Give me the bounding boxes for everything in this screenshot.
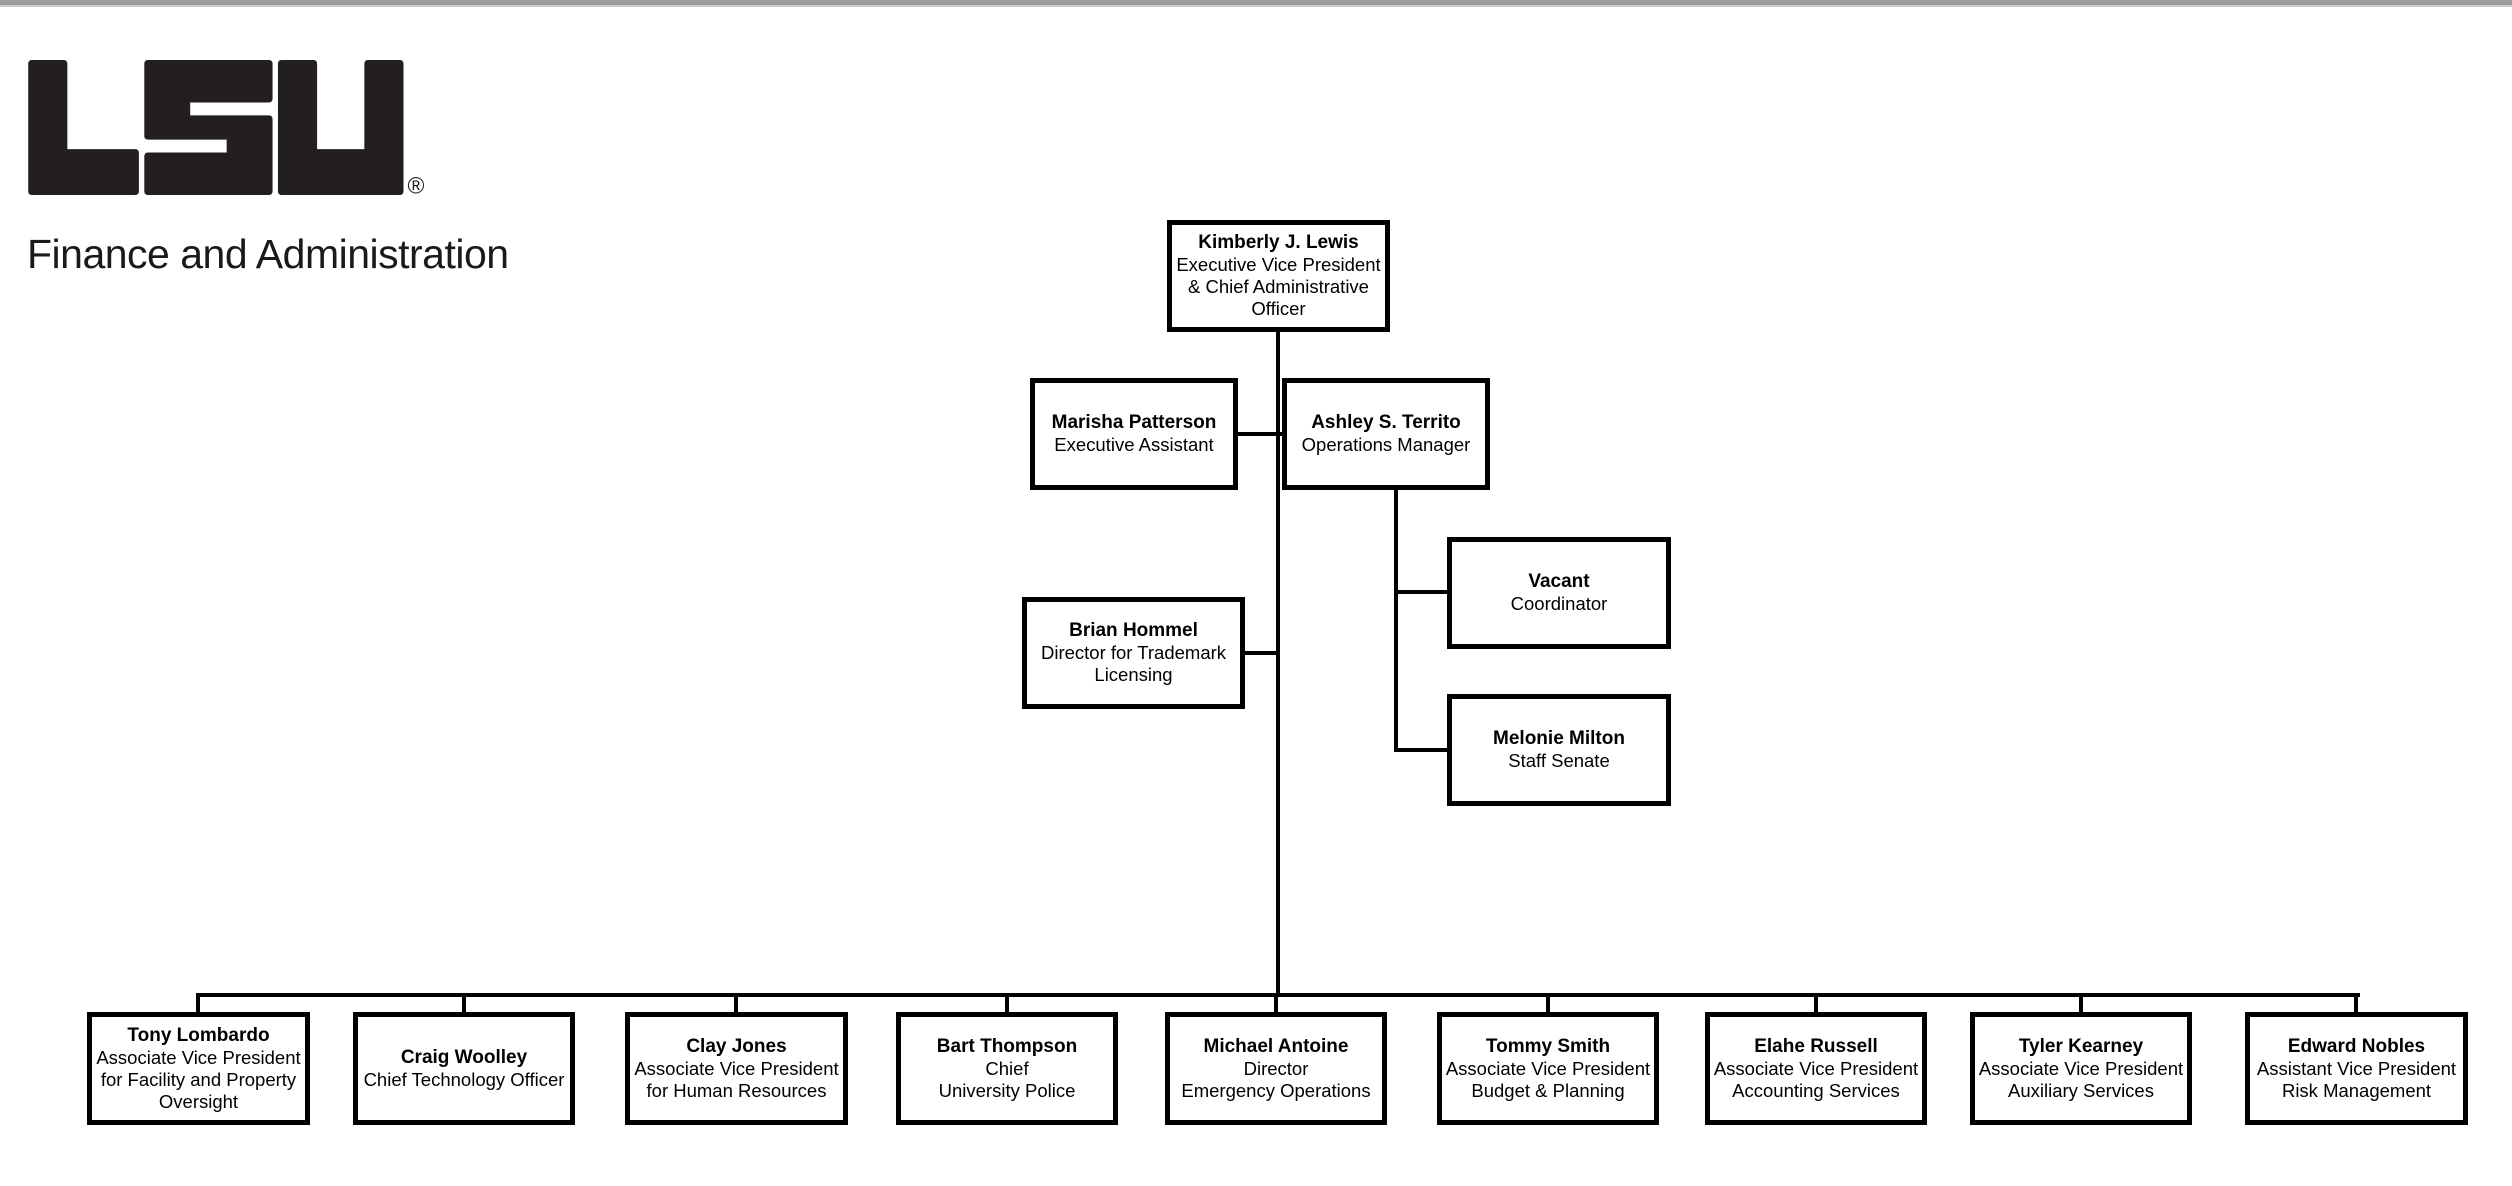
- node-title: Associate Vice President Accounting Serv…: [1713, 1057, 1919, 1101]
- connector-vacant-elbow: [1394, 590, 1447, 594]
- org-node-staff-senate: Melonie Milton Staff Senate: [1447, 694, 1671, 806]
- connector-ashley-vertical: [1394, 490, 1398, 752]
- department-title: Finance and Administration: [27, 231, 509, 277]
- node-title: Associate Vice President for Facility an…: [96, 1046, 301, 1112]
- connector-stub-4: [1005, 993, 1009, 1012]
- connector-trademark-horizontal: [1245, 651, 1276, 655]
- node-name: Craig Woolley: [400, 1046, 528, 1068]
- lsu-logo-graphic: ®: [28, 60, 425, 199]
- connector-stub-1: [196, 993, 200, 1012]
- node-name: Melonie Milton: [1493, 728, 1625, 749]
- org-node-executive-vice-president: Kimberly J. Lewis Executive Vice Preside…: [1167, 220, 1390, 332]
- connector-reports-distribution: [196, 993, 2360, 997]
- node-name: Bart Thompson: [936, 1035, 1078, 1057]
- node-name: Kimberly J. Lewis: [1198, 232, 1359, 253]
- node-title: Associate Vice President Budget & Planni…: [1445, 1057, 1651, 1101]
- node-name: Michael Antoine: [1203, 1035, 1349, 1057]
- connector-stub-8: [2079, 993, 2083, 1012]
- connector-stub-6: [1546, 993, 1550, 1012]
- node-title: Executive Assistant: [1054, 434, 1214, 455]
- node-title: Chief Technology Officer: [363, 1068, 565, 1090]
- node-name: Tommy Smith: [1485, 1035, 1611, 1057]
- connector-root-vertical: [1276, 332, 1280, 997]
- node-name: Elahe Russell: [1754, 1035, 1878, 1057]
- org-node-human-resources: Clay Jones Associate Vice President for …: [625, 1012, 848, 1125]
- lsu-logo: LSU ®: [28, 60, 438, 200]
- node-title: Director Emergency Operations: [1181, 1057, 1371, 1101]
- org-node-auxiliary-services: Tyler Kearney Associate Vice President A…: [1970, 1012, 2192, 1125]
- connector-stub-2: [462, 993, 466, 1012]
- node-title: Associate Vice President Auxiliary Servi…: [1978, 1057, 2184, 1101]
- node-name: Tony Lombardo: [127, 1024, 270, 1046]
- node-title: Director for Trademark Licensing: [1040, 642, 1227, 685]
- org-node-technology: Craig Woolley Chief Technology Officer: [353, 1012, 575, 1125]
- node-name: Tyler Kearney: [2018, 1035, 2144, 1057]
- node-name: Brian Hommel: [1069, 620, 1198, 641]
- org-node-coordinator: Vacant Coordinator: [1447, 537, 1671, 649]
- node-title: Executive Vice President & Chief Adminis…: [1176, 254, 1381, 319]
- org-node-executive-assistant: Marisha Patterson Executive Assistant: [1030, 378, 1238, 490]
- connector-assistants-horizontal: [1238, 432, 1282, 436]
- registered-mark: ®: [408, 173, 425, 195]
- org-node-operations-manager: Ashley S. Territo Operations Manager: [1282, 378, 1490, 490]
- connector-stub-3: [734, 993, 738, 1012]
- node-title: Staff Senate: [1508, 750, 1610, 771]
- window-top-edge-highlight: [0, 5, 2512, 7]
- node-name: Ashley S. Territo: [1311, 412, 1461, 433]
- window-top-edge: [0, 0, 2512, 5]
- node-name: Marisha Patterson: [1051, 412, 1217, 433]
- connector-stub-5: [1274, 993, 1278, 1012]
- org-node-facility-property: Tony Lombardo Associate Vice President f…: [87, 1012, 310, 1125]
- node-title: Operations Manager: [1301, 434, 1471, 455]
- connector-melonie-elbow: [1394, 748, 1447, 752]
- node-name: Edward Nobles: [2287, 1035, 2426, 1057]
- node-title: Chief University Police: [938, 1057, 1076, 1101]
- node-title: Associate Vice President for Human Resou…: [634, 1057, 839, 1101]
- connector-stub-9: [2354, 993, 2358, 1012]
- org-node-risk-management: Edward Nobles Assistant Vice President R…: [2245, 1012, 2468, 1125]
- connector-stub-7: [1814, 993, 1818, 1012]
- node-title: Assistant Vice President Risk Management: [2256, 1057, 2457, 1101]
- org-node-trademark-licensing: Brian Hommel Director for Trademark Lice…: [1022, 597, 1245, 709]
- org-node-emergency-operations: Michael Antoine Director Emergency Opera…: [1165, 1012, 1387, 1125]
- node-name: Clay Jones: [686, 1035, 787, 1057]
- node-title: Coordinator: [1510, 593, 1608, 614]
- org-node-university-police: Bart Thompson Chief University Police: [896, 1012, 1118, 1125]
- node-name: Vacant: [1528, 571, 1590, 592]
- org-node-budget-planning: Tommy Smith Associate Vice President Bud…: [1437, 1012, 1659, 1125]
- org-node-accounting-services: Elahe Russell Associate Vice President A…: [1705, 1012, 1927, 1125]
